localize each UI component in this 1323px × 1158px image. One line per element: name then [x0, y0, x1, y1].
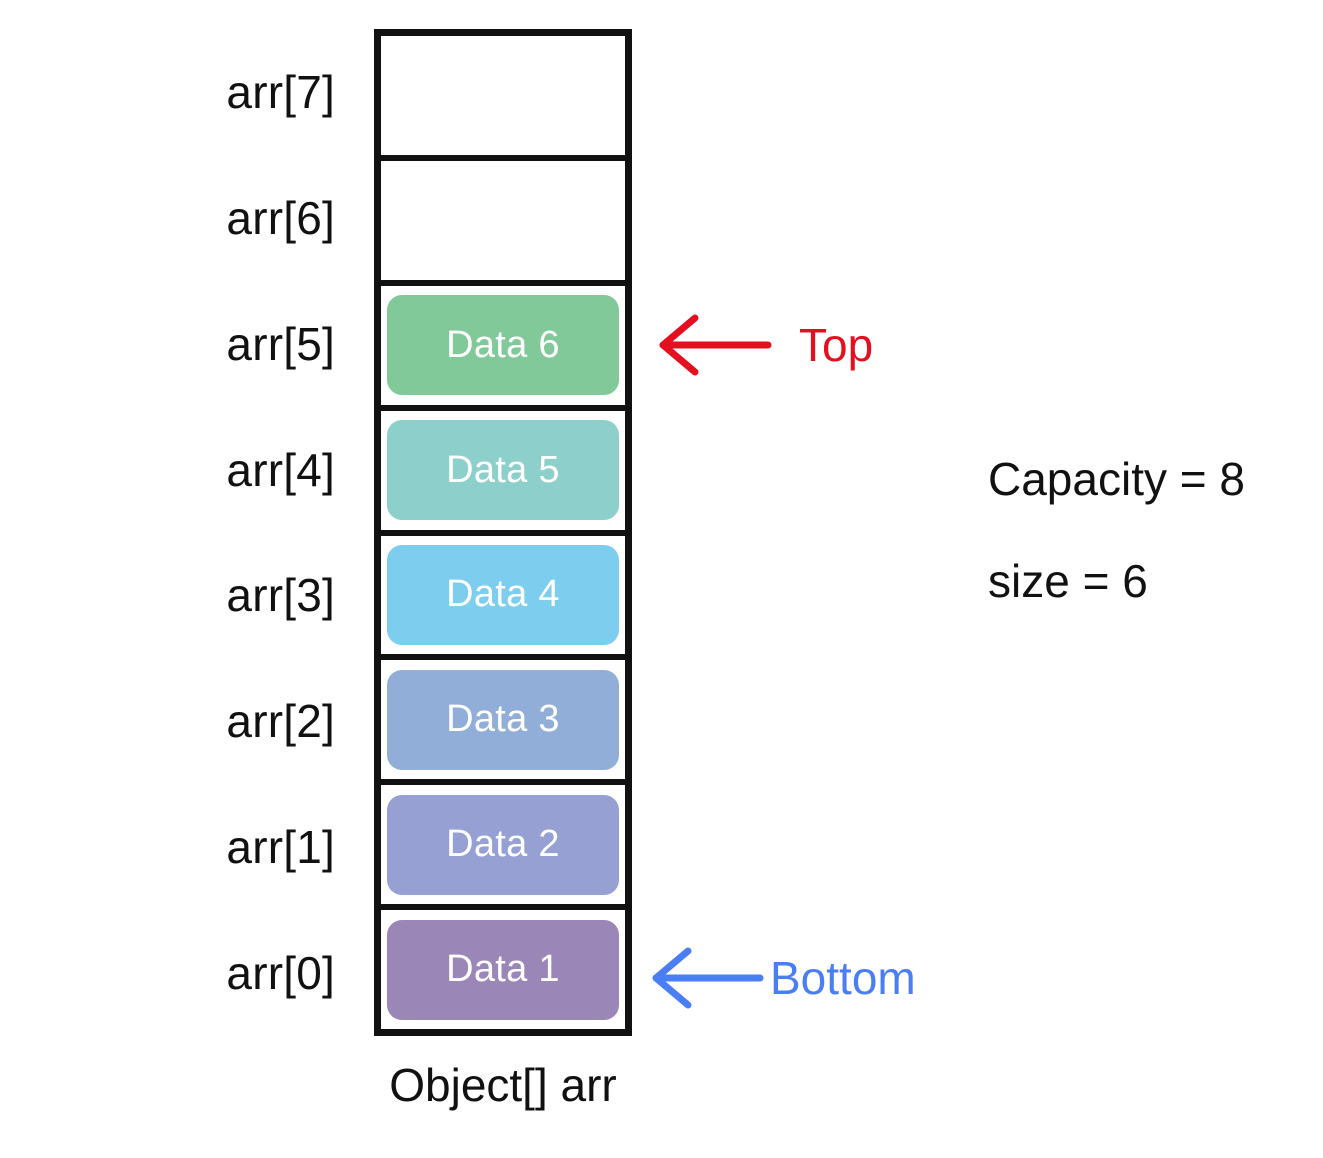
left-arrow-icon — [652, 947, 764, 1009]
bottom-pointer: Bottom — [648, 943, 916, 1013]
index-label-arr6: arr[6] — [226, 191, 335, 244]
index-label-arr5: arr[5] — [226, 317, 335, 370]
left-arrow-icon — [659, 314, 772, 376]
array-cell-7 — [381, 36, 625, 161]
index-label-arr7: arr[7] — [226, 65, 335, 118]
index-label-arr2: arr[2] — [226, 695, 335, 748]
data-chip-2: Data 3 — [387, 669, 619, 770]
data-chip-3: Data 4 — [387, 544, 619, 645]
top-pointer: Top — [655, 310, 873, 380]
bottom-pointer-label: Bottom — [770, 952, 916, 1004]
data-chip-5: Data 6 — [387, 295, 619, 396]
index-label-arr4: arr[4] — [226, 443, 335, 496]
array-caption: Object[] arr — [389, 1059, 617, 1111]
top-pointer-label: Top — [799, 319, 874, 371]
data-chip-1: Data 2 — [387, 794, 619, 895]
array-cell-6 — [381, 161, 625, 286]
index-label-column: arr[7] arr[6] arr[5] arr[4] arr[3] arr[2… — [150, 29, 335, 1036]
index-label-arr1: arr[1] — [226, 821, 335, 874]
index-label-arr0: arr[0] — [226, 947, 335, 1000]
stats-block: Capacity = 8 size = 6 — [988, 452, 1245, 608]
array-cell-2: Data 3 — [381, 660, 625, 786]
array-cell-1: Data 2 — [381, 785, 625, 911]
data-chip-4: Data 5 — [387, 420, 619, 521]
data-chip-0: Data 1 — [387, 919, 619, 1020]
array-cell-0: Data 1 — [381, 910, 625, 1029]
array-cell-5: Data 6 — [381, 286, 625, 411]
array-cell-3: Data 4 — [381, 536, 625, 661]
array-cell-4: Data 5 — [381, 411, 625, 536]
array-container: Data 6 Data 5 Data 4 Data 3 Data 2 Data … — [374, 29, 632, 1036]
capacity-text: Capacity = 8 — [988, 453, 1245, 505]
index-label-arr3: arr[3] — [226, 569, 335, 622]
size-text: size = 6 — [988, 555, 1148, 607]
